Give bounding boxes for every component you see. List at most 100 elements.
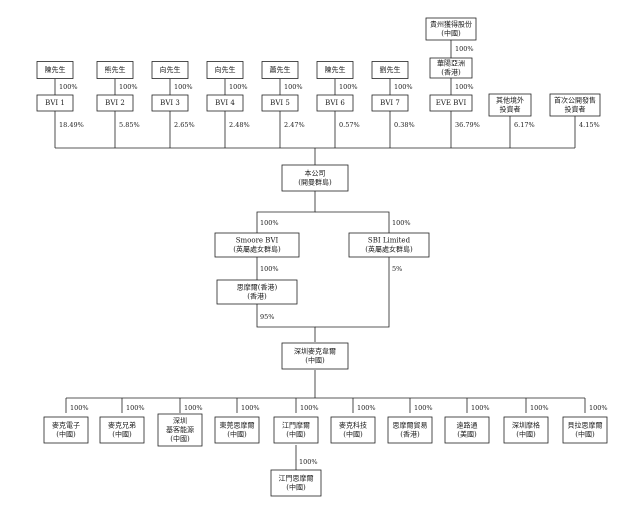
ownership-connector bbox=[315, 211, 390, 233]
bvi-4: BVI 4 bbox=[206, 94, 244, 112]
sbi-limited-label: SBI Limited bbox=[368, 237, 411, 245]
smoore-bvi: Smoore BVI(英屬處女群島) bbox=[214, 232, 300, 258]
parent-hk-label: (香港) bbox=[441, 68, 461, 77]
ownership-percentage: 100% bbox=[339, 83, 358, 91]
ownership-percentage: 2.48% bbox=[229, 121, 250, 129]
subsidiary-1-label: (中國) bbox=[56, 430, 76, 439]
ownership-percentage: 100% bbox=[471, 404, 490, 412]
shenzhen-smoore-label: (中國) bbox=[305, 356, 325, 365]
shareholder-3: 向先生 bbox=[151, 61, 189, 79]
subsidiary-5: 江門摩爾(中國) bbox=[273, 416, 319, 444]
eve-bvi-box bbox=[429, 94, 473, 112]
ownership-percentage: 100% bbox=[455, 45, 474, 53]
subsidiary-9: 深圳摩格(中國) bbox=[503, 416, 549, 444]
ipo-investors-label: 首次公開發售 bbox=[554, 96, 596, 105]
ownership-percentage: 0.38% bbox=[394, 121, 415, 129]
subsidiary-4-label: (中國) bbox=[227, 430, 247, 439]
subsidiary-5-box bbox=[273, 416, 319, 444]
subsidiary-4-label: 東莞思摩爾 bbox=[220, 421, 255, 430]
shareholder-1-label: 陳先生 bbox=[45, 65, 66, 74]
subsidiary-3-box bbox=[157, 413, 203, 447]
subsidiary-1-label: 麥克電子 bbox=[52, 421, 80, 430]
shareholder-7-label: 劉先生 bbox=[380, 65, 401, 74]
ownership-percentage: 100% bbox=[414, 404, 433, 412]
subsidiary-10-label: (中國) bbox=[575, 430, 595, 439]
subsidiary-3-label: 深圳 bbox=[173, 416, 187, 425]
subsidiary-7-label: 思摩爾貿易 bbox=[393, 421, 428, 430]
ownership-percentage: 100% bbox=[299, 458, 318, 466]
shareholder-2-label: 熊先生 bbox=[105, 65, 126, 74]
ownership-percentage: 100% bbox=[70, 404, 89, 412]
ownership-percentage: 2.65% bbox=[174, 121, 195, 129]
bvi-6: BVI 6 bbox=[316, 94, 354, 112]
smoore-hk: 思摩爾(香港)(香港) bbox=[216, 279, 298, 305]
shareholder-1: 陳先生 bbox=[36, 61, 74, 79]
ownership-percentage: 100% bbox=[300, 404, 319, 412]
ownership-percentage: 100% bbox=[260, 265, 279, 273]
bvi-3: BVI 3 bbox=[151, 94, 189, 112]
smoore-bvi-label: Smoore BVI bbox=[236, 237, 279, 245]
subsidiary-6-label: (中國) bbox=[343, 430, 363, 439]
smoore-hk-label: (香港) bbox=[247, 292, 267, 301]
subsidiary-7-box bbox=[387, 416, 433, 444]
shareholder-2: 熊先生 bbox=[96, 61, 134, 79]
subsidiary-1-box bbox=[43, 416, 89, 444]
bvi-7-label: BVI 7 bbox=[380, 99, 400, 107]
ownership-percentage: 100% bbox=[357, 404, 376, 412]
ownership-percentage: 4.15% bbox=[579, 121, 600, 129]
ipo-investors-box bbox=[549, 93, 601, 117]
subsidiary-10: 貝拉思摩爾(中國) bbox=[562, 416, 608, 444]
ownership-percentage: 100% bbox=[184, 404, 203, 412]
shareholder-5-label: 蕭先生 bbox=[270, 65, 291, 74]
shareholder-4-box bbox=[206, 61, 244, 79]
subsidiary-6: 麥克科技(中國) bbox=[330, 416, 376, 444]
eve-bvi: EVE BVI bbox=[429, 94, 473, 112]
bvi-7-box bbox=[371, 94, 409, 112]
jiangmen-subsidiary-label: (中國) bbox=[286, 483, 306, 492]
bvi-6-label: BVI 6 bbox=[325, 99, 345, 107]
ownership-percentage: 100% bbox=[126, 404, 145, 412]
subsidiary-9-box bbox=[503, 416, 549, 444]
bvi-5-box bbox=[261, 94, 299, 112]
shenzhen-smoore-label: 深圳麥克韋爾 bbox=[294, 347, 336, 356]
subsidiary-8: 遠路通(美國) bbox=[444, 416, 490, 444]
ownership-percentage: 2.47% bbox=[284, 121, 305, 129]
jiangmen-subsidiary: 江門思摩爾(中國) bbox=[270, 469, 322, 497]
subsidiary-1: 麥克電子(中國) bbox=[43, 416, 89, 444]
subsidiary-6-box bbox=[330, 416, 376, 444]
bvi-2-box bbox=[96, 94, 134, 112]
jiangmen-subsidiary-label: 江門思摩爾 bbox=[279, 474, 314, 483]
parent-guizhou-label: (中國) bbox=[441, 29, 461, 38]
ipo-investors-label: 投資者 bbox=[565, 105, 586, 114]
company-box bbox=[281, 164, 349, 192]
shareholder-5: 蕭先生 bbox=[261, 61, 299, 79]
subsidiary-7-label: (香港) bbox=[400, 430, 420, 439]
shareholder-6: 陳先生 bbox=[316, 61, 354, 79]
parent-hk-box bbox=[429, 57, 473, 79]
ownership-connector bbox=[256, 191, 316, 233]
other-investors-box bbox=[488, 93, 532, 117]
ownership-percentage: 100% bbox=[174, 83, 193, 91]
bvi-3-label: BVI 3 bbox=[160, 99, 180, 107]
shareholder-1-box bbox=[36, 61, 74, 79]
ownership-percentage: 18.49% bbox=[59, 121, 84, 129]
ownership-percentage: 100% bbox=[241, 404, 260, 412]
subsidiary-3-label: (中國) bbox=[170, 434, 190, 443]
subsidiary-4-box bbox=[214, 416, 260, 444]
bvi-5: BVI 5 bbox=[261, 94, 299, 112]
subsidiary-8-label: 遠路通 bbox=[457, 421, 478, 430]
shareholder-5-box bbox=[261, 61, 299, 79]
subsidiary-10-label: 貝拉思摩爾 bbox=[568, 421, 603, 430]
subsidiary-4: 東莞思摩爾(中國) bbox=[214, 416, 260, 444]
company-label: 本公司 bbox=[305, 169, 326, 178]
parent-hk: 華陽亞洲(香港) bbox=[429, 57, 473, 79]
other-investors-label: 其他境外 bbox=[496, 96, 524, 105]
subsidiary-2-label: 麥克兄弟 bbox=[108, 421, 136, 430]
ownership-percentage: 100% bbox=[394, 83, 413, 91]
sbi-limited-label: (英屬處女群島) bbox=[365, 245, 413, 254]
sbi-limited: SBI Limited(英屬處女群島) bbox=[348, 232, 430, 258]
bvi-4-box bbox=[206, 94, 244, 112]
smoore-bvi-box bbox=[214, 232, 300, 258]
ownership-percentage: 95% bbox=[260, 313, 274, 321]
